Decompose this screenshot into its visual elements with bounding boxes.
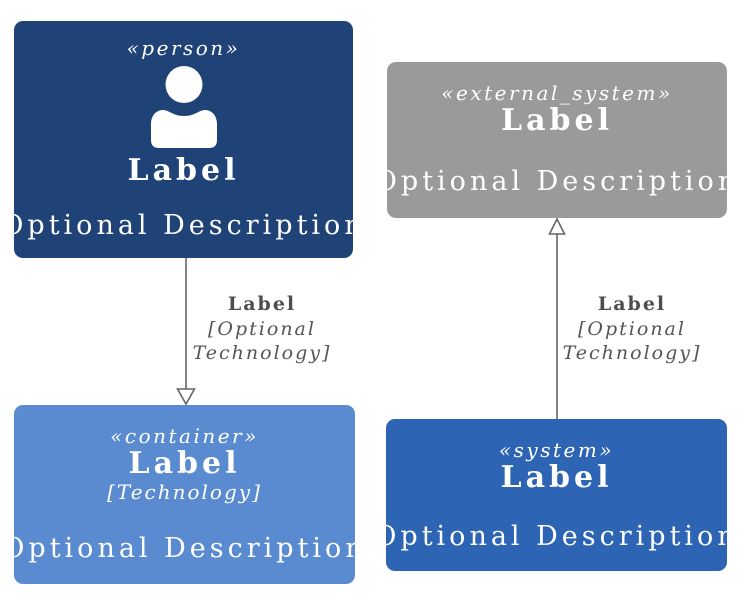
container-stereotype: «container» (110, 424, 259, 448)
external-system-stereotype: «external_system» (441, 81, 673, 105)
external-system-description: Optional Description (374, 166, 740, 197)
person-label: Label (127, 153, 240, 188)
arrowhead-open-down-icon (176, 388, 196, 406)
node-person: «person» Label Optional Description (1, 21, 362, 258)
container-description: Optional Description (2, 533, 367, 564)
edge-label-person-to-container: Label [Optional Technology] (187, 291, 337, 365)
container-technology: [Technology] (107, 480, 262, 504)
person-description: Optional Description (1, 210, 366, 241)
edge-label-title: Label (227, 293, 297, 315)
arrowhead-open-up-icon (548, 217, 566, 235)
edge-label-technology: [Optional Technology] (192, 318, 332, 364)
system-label: Label (500, 460, 613, 495)
edge-label-technology: [Optional Technology] (562, 318, 702, 364)
system-stereotype: «system» (498, 438, 615, 462)
person-icon (150, 66, 217, 148)
node-external-system: «external_system» Label Optional Descrip… (375, 62, 735, 218)
edge-label-system-to-external-system: Label [Optional Technology] (557, 291, 707, 365)
external-system-label: Label (501, 103, 613, 138)
container-label: Label (128, 446, 241, 481)
edge-label-title: Label (597, 293, 667, 315)
system-description: Optional Description (374, 521, 739, 552)
node-container: «container» Label [Technology] Optional … (2, 405, 363, 584)
person-stereotype: «person» (126, 36, 241, 60)
node-system: «system» Label Optional Description (374, 419, 735, 571)
